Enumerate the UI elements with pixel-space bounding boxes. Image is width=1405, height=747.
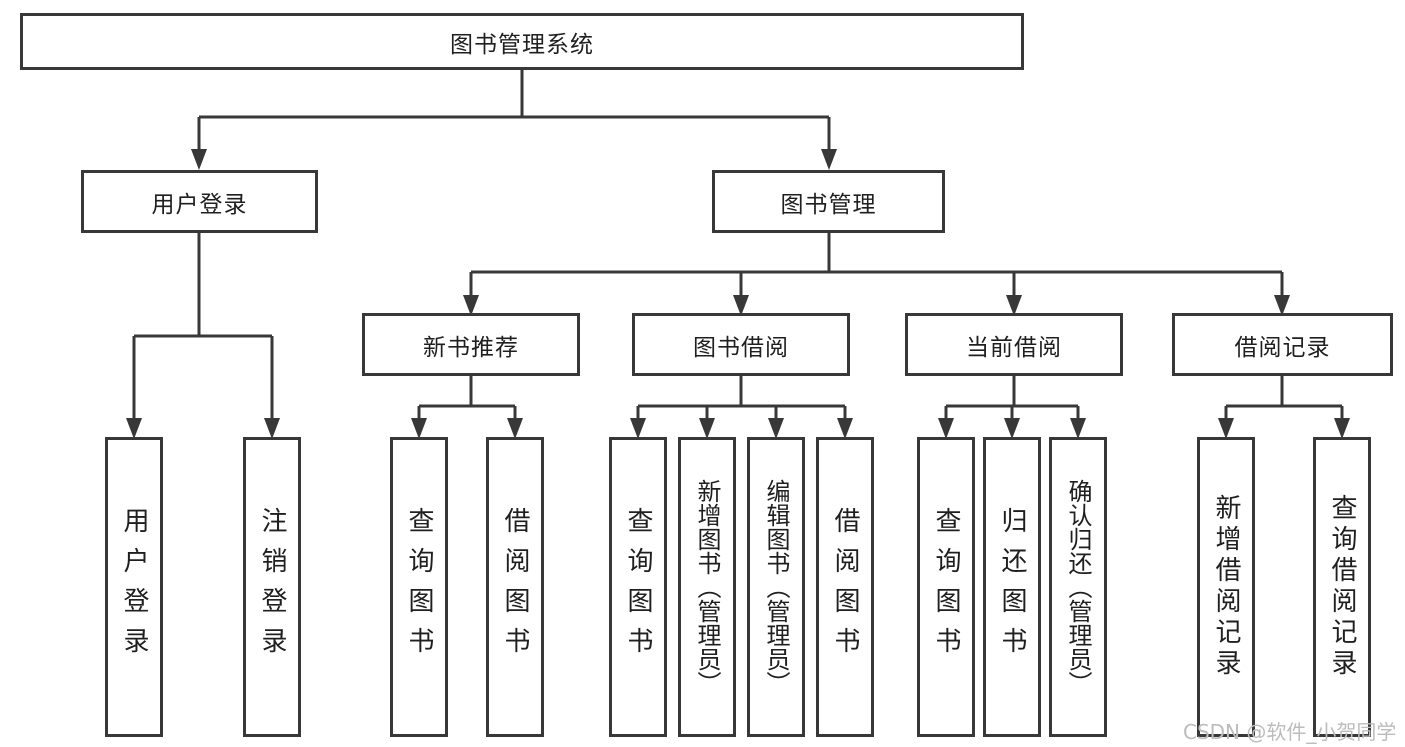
leaf-label: 查询图书 [404, 507, 434, 667]
leaf-label: 查询图书 [931, 507, 961, 667]
csdn-watermark: CSDN @软件_小贺同学 [1183, 720, 1397, 744]
leaf-label: 确认归还（管理员） [1064, 479, 1092, 695]
leaf-query-borrow-record: 查询借阅记录 [1313, 437, 1371, 737]
leaf-label: 借阅图书 [830, 507, 860, 667]
node-new-book-recommendation: 新书推荐 [362, 313, 580, 376]
leaf-confirm-return-admin: 确认归还（管理员） [1049, 437, 1107, 737]
leaf-label: 新增借阅记录 [1211, 494, 1241, 680]
node-user-login-branch: 用户登录 [81, 170, 318, 233]
leaf-query-books-current: 查询图书 [917, 437, 975, 737]
leaf-return-books: 归还图书 [983, 437, 1041, 737]
leaf-label: 编辑图书（管理员） [762, 479, 790, 695]
leaf-label: 归还图书 [997, 507, 1027, 667]
node-library-management-system: 图书管理系统 [20, 13, 1024, 70]
leaf-label: 新增图书（管理员） [693, 479, 721, 695]
leaf-edit-books-admin: 编辑图书（管理员） [747, 437, 805, 737]
leaf-label: 查询借阅记录 [1327, 494, 1357, 680]
leaf-borrow-books-borrowing: 借阅图书 [816, 437, 874, 737]
node-borrowing-records: 借阅记录 [1172, 313, 1393, 376]
leaf-borrow-books-recommend: 借阅图书 [486, 437, 544, 737]
connector-path [134, 70, 1342, 408]
leaf-logout: 注销登录 [243, 437, 301, 737]
leaf-label: 用户登录 [119, 507, 149, 667]
node-current-borrowing: 当前借阅 [905, 313, 1123, 376]
leaf-label: 借阅图书 [500, 507, 530, 667]
leaf-label: 注销登录 [257, 507, 287, 667]
leaf-add-borrow-record: 新增借阅记录 [1197, 437, 1255, 737]
node-book-borrowing: 图书借阅 [632, 313, 850, 376]
leaf-query-books-borrowing: 查询图书 [609, 437, 667, 737]
arrowheads [126, 117, 1350, 439]
leaf-user-login: 用户登录 [105, 437, 163, 737]
node-book-management-branch: 图书管理 [712, 170, 945, 233]
leaf-add-books-admin: 新增图书（管理员） [678, 437, 736, 737]
leaf-label: 查询图书 [623, 507, 653, 667]
leaf-query-books-recommend: 查询图书 [390, 437, 448, 737]
